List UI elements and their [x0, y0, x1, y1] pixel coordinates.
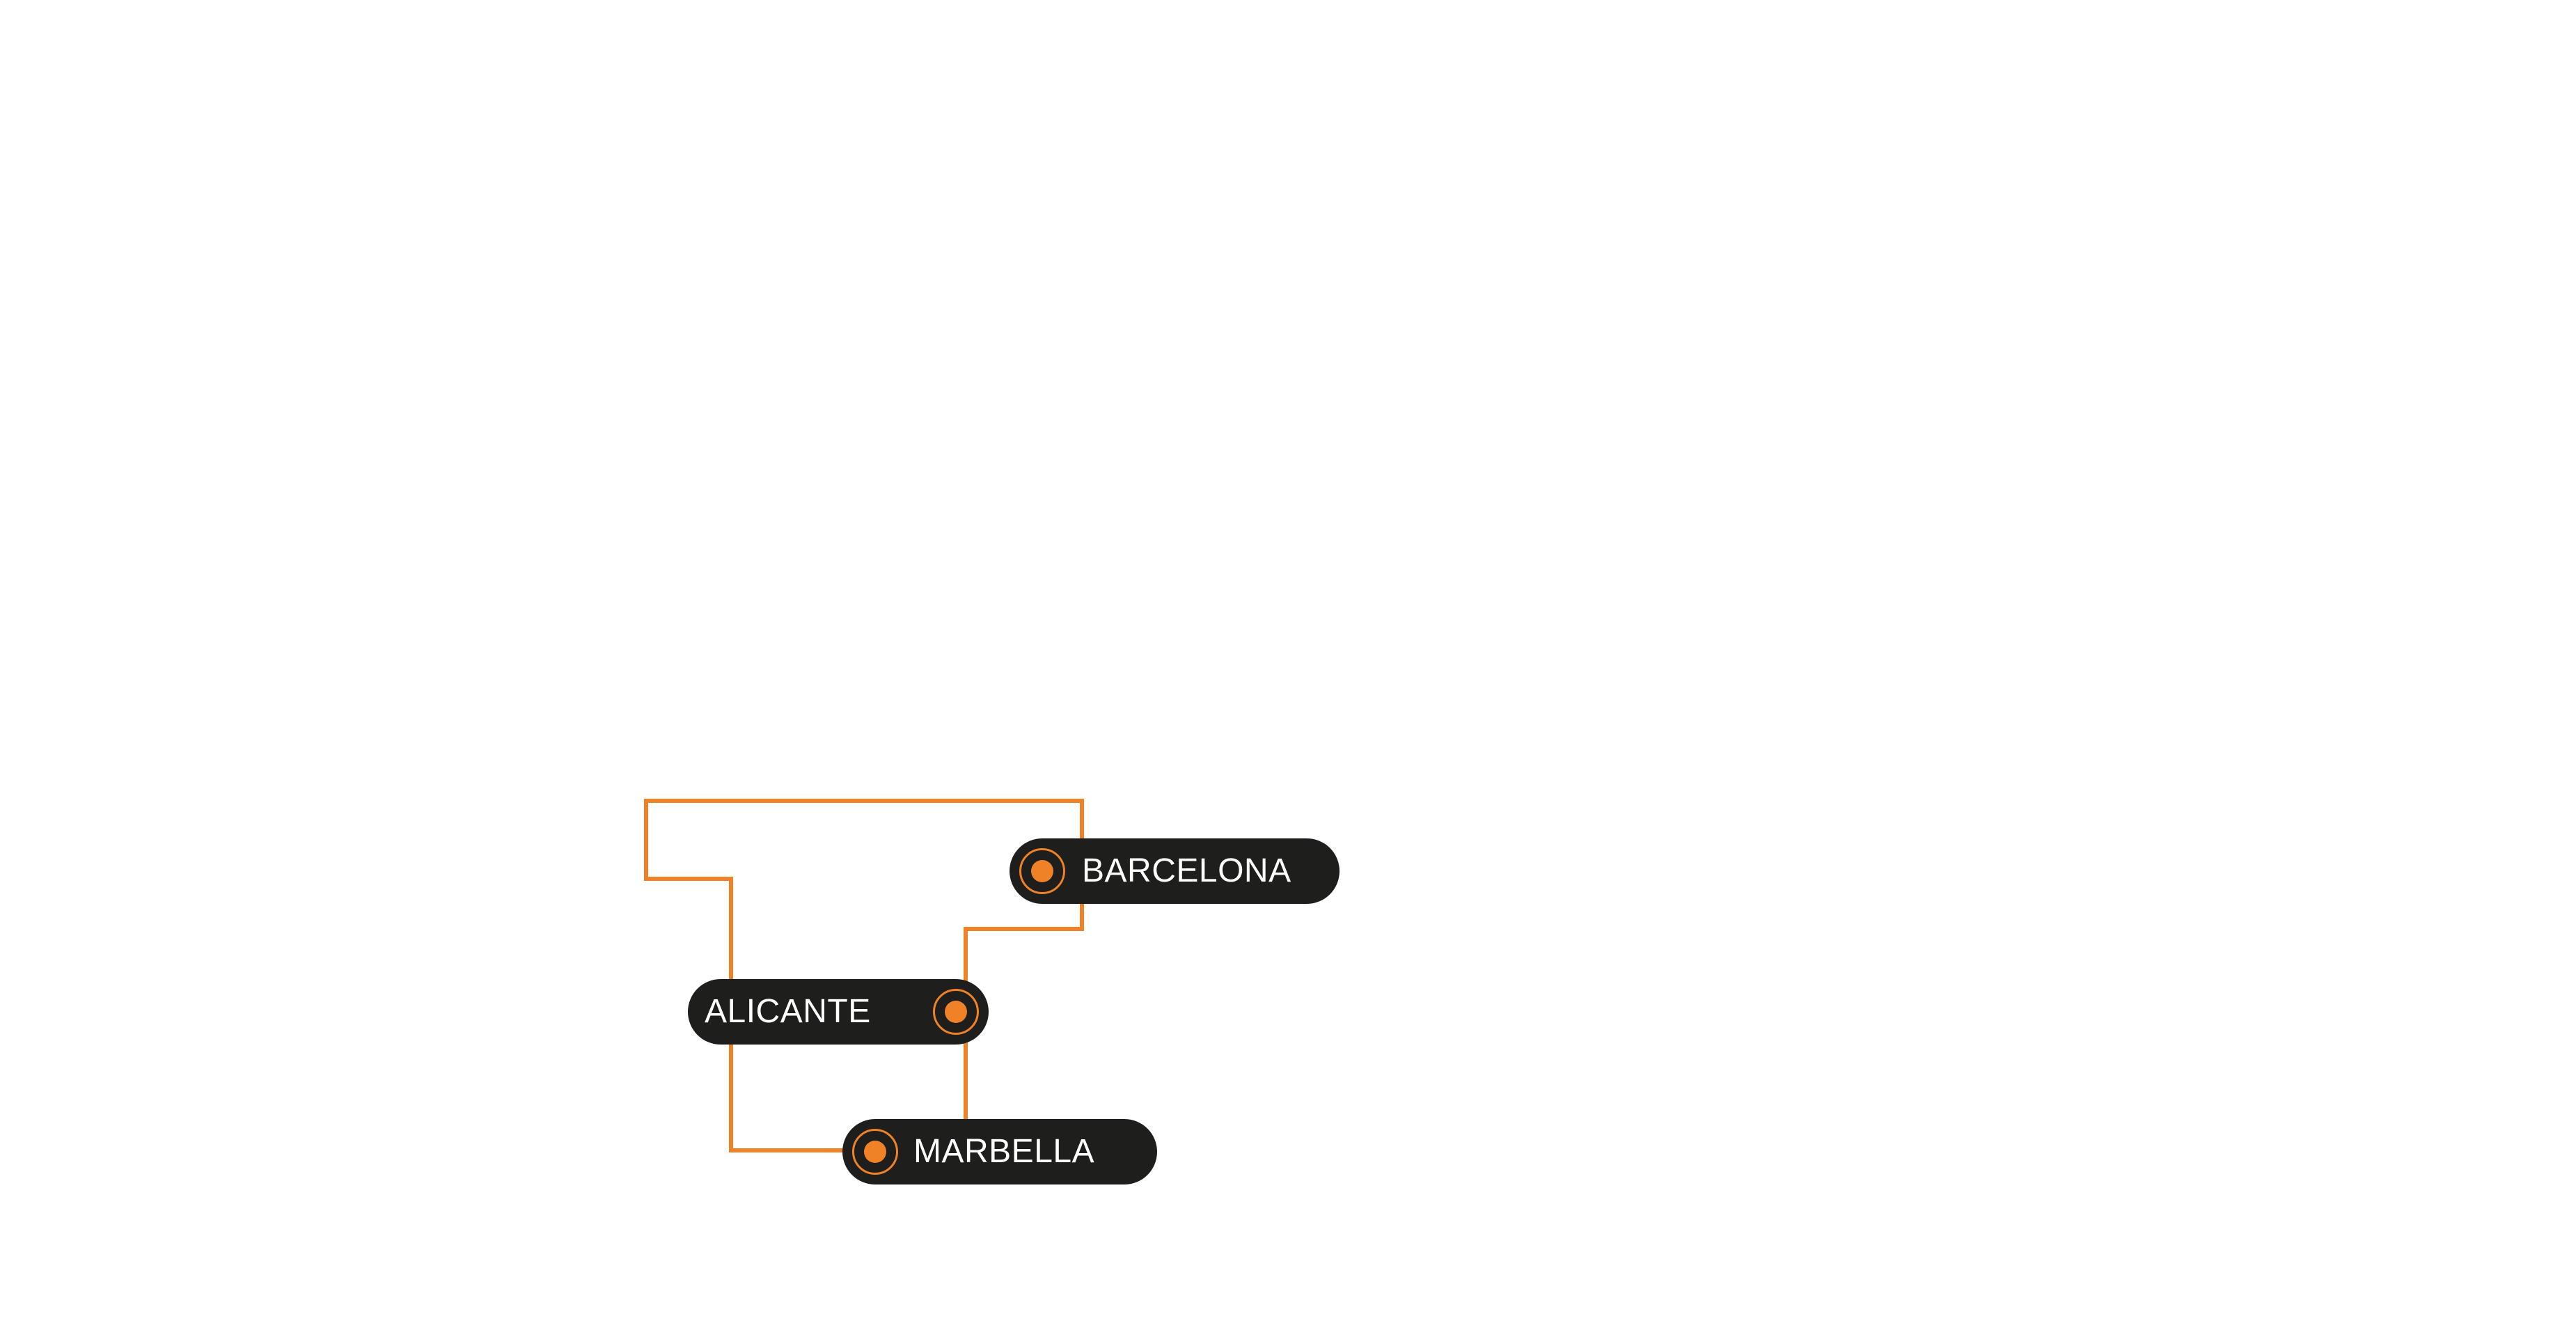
node-marbella[interactable]: MARBELLA [842, 1119, 1157, 1184]
node-alicante[interactable]: ALICANTE [688, 979, 989, 1045]
node-label: MARBELLA [913, 1133, 1095, 1170]
connector-alicante-marbella [729, 1011, 863, 1152]
node-barcelona[interactable]: BARCELONA [1010, 838, 1340, 904]
location-marker-icon [852, 1129, 898, 1175]
location-marker-icon [1019, 848, 1065, 894]
connector-barcelona-loop [644, 799, 1084, 1011]
node-label: ALICANTE [705, 993, 871, 1030]
node-label: BARCELONA [1082, 852, 1291, 889]
location-marker-icon [933, 989, 979, 1035]
